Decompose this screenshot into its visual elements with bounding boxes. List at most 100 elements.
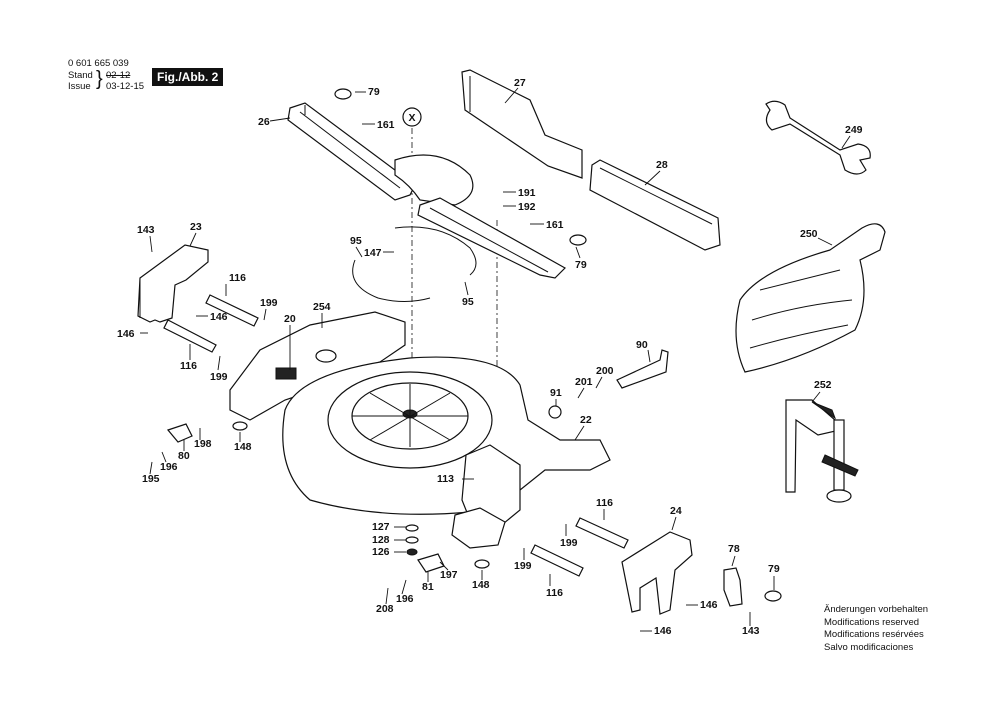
right-fence xyxy=(417,197,566,279)
callout-78: 78 xyxy=(728,543,740,555)
hex-key-90 xyxy=(616,349,669,389)
callout-208: 208 xyxy=(376,603,394,615)
figure-label: Fig./Abb. 2 xyxy=(152,68,224,86)
stand-date: 02-12 xyxy=(106,70,131,81)
callout-146: 146 xyxy=(700,599,718,611)
callout-28: 28 xyxy=(656,159,668,171)
clamp-252 xyxy=(785,399,859,503)
callout-192: 192 xyxy=(518,201,536,213)
callout-116: 116 xyxy=(180,360,197,372)
callout-116: 116 xyxy=(596,497,613,509)
dust-bag-250 xyxy=(735,223,886,373)
leader-line-95 xyxy=(355,246,363,258)
modifications-notes: Änderungen vorbehalten Modifications res… xyxy=(824,604,928,654)
callout-22: 22 xyxy=(580,414,592,426)
leader-line-200 xyxy=(595,376,603,389)
leader-line-250 xyxy=(817,237,833,246)
leader-line-95 xyxy=(464,281,469,296)
leader-line-27 xyxy=(504,87,519,104)
fence-extension-28 xyxy=(589,159,721,251)
callout-20: 20 xyxy=(284,313,296,325)
callout-201: 201 xyxy=(575,376,593,388)
callout-250: 250 xyxy=(800,228,818,240)
leader-line-143 xyxy=(149,235,153,253)
leader-line-28 xyxy=(644,170,661,186)
knob-91 xyxy=(548,405,562,419)
note-line: Modifications resérvées xyxy=(824,629,924,640)
callout-126: 126 xyxy=(372,546,390,558)
callout-148: 148 xyxy=(472,579,490,591)
callout-161: 161 xyxy=(546,219,564,231)
wrench-249 xyxy=(765,100,871,175)
callout-146: 146 xyxy=(117,328,135,340)
left-fence-26 xyxy=(287,102,416,201)
callout-81: 81 xyxy=(422,581,434,593)
leader-line-208 xyxy=(385,587,389,605)
callout-195: 195 xyxy=(142,473,160,485)
knob-79-top xyxy=(334,88,352,100)
detail-circle-x xyxy=(402,107,422,127)
knob-79-bottom xyxy=(764,590,782,602)
leader-line-197 xyxy=(439,561,449,571)
plate-78 xyxy=(723,567,743,607)
callout-113: 113 xyxy=(437,473,454,485)
foot-148-right xyxy=(474,559,490,569)
header-brace: } xyxy=(96,68,103,90)
washer-128 xyxy=(405,536,419,544)
leader-line-22 xyxy=(574,425,585,441)
callout-23: 23 xyxy=(190,221,202,233)
leader-line-196 xyxy=(161,451,167,463)
callout-198: 198 xyxy=(194,438,212,450)
callout-191: 191 xyxy=(518,187,536,199)
callout-249: 249 xyxy=(845,124,863,136)
callout-146: 146 xyxy=(654,625,672,637)
foot-148-left xyxy=(232,421,248,431)
callout-143: 143 xyxy=(137,224,155,236)
callout-128: 128 xyxy=(372,534,390,546)
leader-line-24 xyxy=(671,516,677,531)
callout-95: 95 xyxy=(462,296,474,308)
callout-199: 199 xyxy=(560,537,578,549)
issue-date: 03-12-15 xyxy=(106,81,145,92)
leader-line-79 xyxy=(575,246,581,259)
leader-line-199 xyxy=(263,308,267,321)
callout-199: 199 xyxy=(260,297,278,309)
leader-line-196 xyxy=(401,579,407,595)
callout-147: 147 xyxy=(364,247,382,259)
knob-79-right xyxy=(569,234,587,246)
issue-label: Issue xyxy=(68,81,91,92)
callout-197: 197 xyxy=(440,569,458,581)
callout-161: 161 xyxy=(377,119,395,131)
leader-line-249 xyxy=(841,135,851,149)
callout-143: 143 xyxy=(742,625,760,637)
washer-127 xyxy=(405,524,419,532)
callout-146: 146 xyxy=(210,311,228,323)
callout-116: 116 xyxy=(546,587,563,599)
stand-label: Stand xyxy=(68,70,93,81)
guide-rods-left xyxy=(163,294,259,353)
leader-line-26 xyxy=(269,117,291,122)
callout-79: 79 xyxy=(368,86,380,98)
insert-plate xyxy=(394,154,474,206)
callout-116: 116 xyxy=(229,272,246,284)
callout-196: 196 xyxy=(160,461,178,473)
leader-line-252 xyxy=(811,391,821,403)
leader-line-195 xyxy=(149,461,153,475)
callout-90: 90 xyxy=(636,339,648,351)
callout-95: 95 xyxy=(350,235,362,247)
note-line: Änderungen vorbehalten xyxy=(824,604,929,615)
callout-79: 79 xyxy=(575,259,587,271)
callout-148: 148 xyxy=(234,441,252,453)
callout-254: 254 xyxy=(313,301,331,313)
callout-80: 80 xyxy=(178,450,190,462)
note-line: Salvo modificaciones xyxy=(824,641,914,653)
leader-line-201 xyxy=(577,387,585,399)
callout-200: 200 xyxy=(596,365,614,377)
guide-rods-right xyxy=(530,517,629,577)
callout-91: 91 xyxy=(550,387,562,399)
callout-127: 127 xyxy=(372,521,390,533)
rings-95 xyxy=(352,226,477,302)
left-bracket-23 xyxy=(137,244,209,323)
part-number: 0 601 665 039 xyxy=(68,58,129,69)
